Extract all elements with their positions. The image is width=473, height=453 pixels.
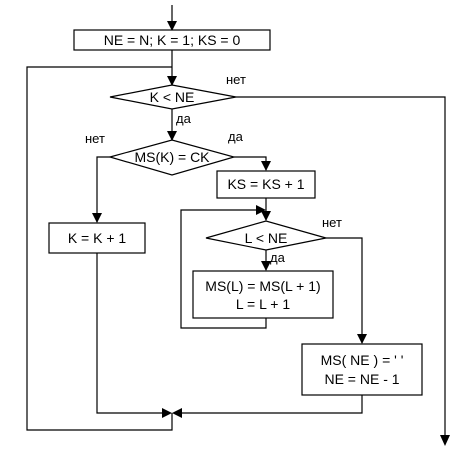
- outer-loop-back-line: [26, 66, 173, 431]
- outer-decision-text: K < NE: [150, 89, 195, 105]
- match-no-line: [96, 156, 110, 222]
- inner-yes-label: да: [270, 250, 286, 265]
- shift-line1-text: MS(L) = MS(L + 1): [205, 278, 320, 294]
- inner-no-line: [326, 237, 363, 343]
- shift-line2-text: L = L + 1: [236, 296, 290, 312]
- inc-k-text: K = K + 1: [68, 230, 127, 246]
- inc-k-block: K = K + 1: [48, 222, 146, 254]
- outer-decision: K < NE: [109, 84, 237, 110]
- inner-decision: L < NE: [205, 220, 327, 251]
- arrowheads: [92, 21, 450, 446]
- shift-block: MS(L) = MS(L + 1) L = L + 1: [192, 270, 334, 319]
- arrow-to-clear-block: [357, 334, 367, 344]
- inc-k-to-merge-line: [96, 253, 165, 414]
- arrow-to-inc-k: [92, 213, 102, 223]
- inner-no-label: нет: [322, 215, 342, 230]
- arrow-inner-loop-join: [256, 205, 266, 215]
- arrow-to-shift-block: [261, 261, 271, 271]
- init-text: NE = N; K = 1; KS = 0: [104, 32, 241, 48]
- clear-line2-text: NE = NE - 1: [324, 371, 399, 387]
- clear-line1-text: MS( NE ) = ' ': [321, 352, 404, 368]
- arrow-to-inc-ks: [261, 161, 271, 171]
- outer-no-exit-line: [236, 96, 446, 435]
- clear-block: MS( NE ) = ' ' NE = NE - 1: [301, 343, 423, 396]
- outer-yes-label: да: [176, 111, 192, 126]
- arrow-to-inner-decision: [261, 211, 271, 221]
- arrow-to-outer-decision: [167, 76, 177, 86]
- match-decision: MS(K) = CK: [107, 139, 237, 176]
- arrow-to-match-decision: [167, 131, 177, 141]
- match-yes-line: [234, 156, 267, 170]
- inc-ks-text: KS = KS + 1: [227, 176, 304, 192]
- inner-loop-back-line: [180, 209, 267, 329]
- clear-to-merge-line: [179, 395, 363, 414]
- arrow-merge-right: [172, 408, 182, 418]
- arrow-merge-left: [162, 408, 172, 418]
- inner-decision-text: L < NE: [245, 230, 288, 246]
- outer-no-label: нет: [226, 72, 246, 87]
- match-decision-text: MS(K) = CK: [134, 149, 210, 165]
- init-block: NE = N; K = 1; KS = 0: [73, 29, 271, 51]
- inc-ks-block: KS = KS + 1: [216, 170, 316, 199]
- arrow-entry: [167, 21, 177, 31]
- match-no-label: нет: [85, 131, 105, 146]
- match-yes-label: да: [228, 129, 244, 144]
- arrow-exit: [440, 435, 450, 446]
- connectors: [26, 5, 446, 435]
